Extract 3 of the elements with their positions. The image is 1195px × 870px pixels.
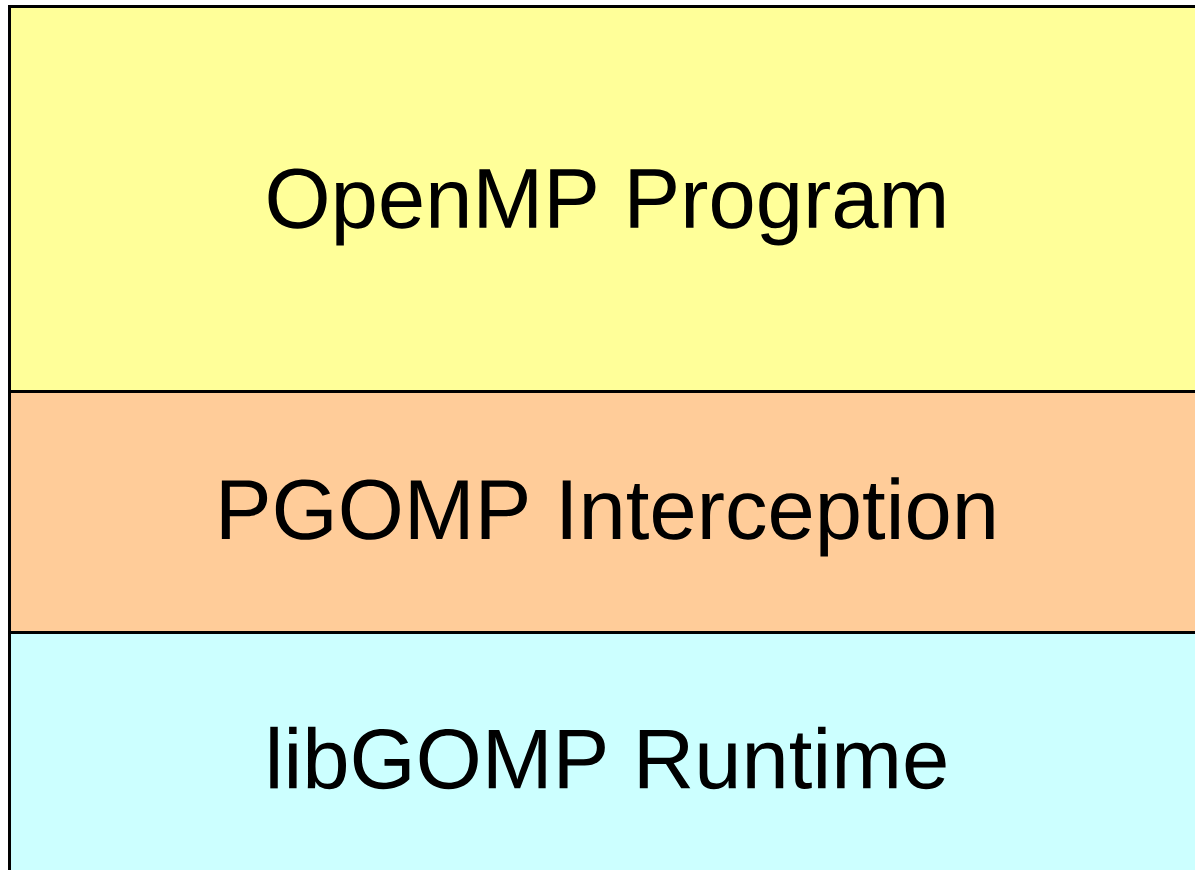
- layer-box: OpenMP Program: [8, 5, 1195, 393]
- layer-box: PGOMP Interception: [8, 390, 1195, 634]
- layer-box: libGOMP Runtime: [8, 631, 1195, 870]
